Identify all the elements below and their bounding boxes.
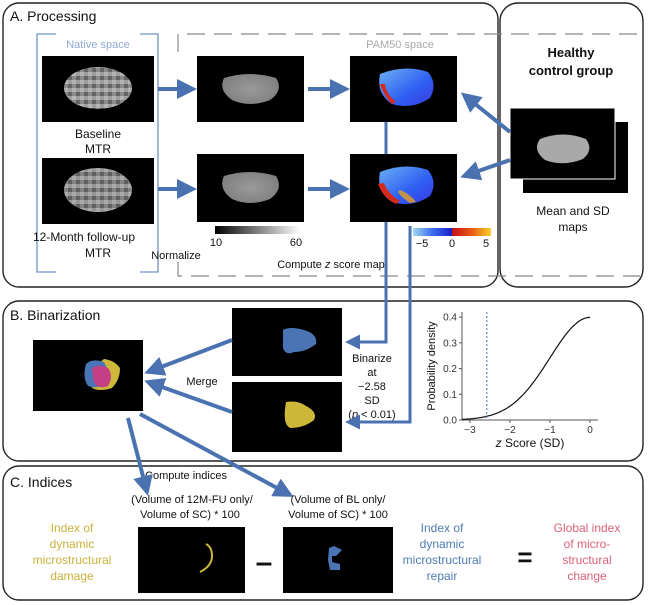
density-chart: 0.0 0.1 0.2 0.3 0.4 −3 −2 −1 0 z Score (SD) Probab… xyxy=(426,312,598,450)
native-space-label: Native space xyxy=(66,39,130,51)
binarize-arrows xyxy=(345,222,412,430)
processing-arrows xyxy=(158,79,512,199)
healthy-control-panel xyxy=(499,2,644,288)
y-tick-label: 0.3 xyxy=(443,338,457,349)
x-tick-label: −1 xyxy=(544,425,556,436)
compute-indices-label: Compute indices xyxy=(145,470,227,482)
baseline-label-2: MTR xyxy=(85,142,111,156)
section-c-panel xyxy=(2,465,644,601)
svg-text:dynamic: dynamic xyxy=(420,537,465,551)
native-space-frame xyxy=(36,33,159,273)
svg-text:Index of: Index of xyxy=(51,521,94,535)
healthy-maps-label-2: maps xyxy=(558,220,587,234)
formula-fu-1: (Volume of 12M-FU only/ xyxy=(131,494,254,506)
binarize-label-3: −2.58 xyxy=(358,381,386,393)
formula-bl-2: Volume of SC) * 100 xyxy=(288,509,388,521)
pam50-frame xyxy=(177,33,640,277)
healthy-title-1: Healthy xyxy=(548,45,596,60)
svg-text:microstructural: microstructural xyxy=(403,553,482,567)
healthy-maps-label-1: Mean and SD xyxy=(536,204,610,218)
pam50-space-label: PAM50 space xyxy=(366,39,434,51)
section-b-title: B. Binarization xyxy=(10,307,100,323)
x-axis-label: z Score (SD) xyxy=(495,436,565,450)
svg-text:damage: damage xyxy=(50,569,94,583)
z-colorbar-mid: 0 xyxy=(449,238,455,250)
equals-sign: = xyxy=(517,542,532,572)
section-b-panel xyxy=(2,300,644,462)
x-tick-label: −3 xyxy=(464,425,476,436)
merge-label: Merge xyxy=(186,376,217,388)
formula-bl-1: (Volume of BL only/ xyxy=(291,494,387,506)
binarize-label-5: (p < 0.01) xyxy=(348,409,395,421)
binarize-label-2: at xyxy=(367,367,376,379)
y-axis-label: Probability density xyxy=(426,321,438,411)
svg-text:microstructural: microstructural xyxy=(33,553,112,567)
damage-index-label: Index of dynamic microstructural damage xyxy=(33,521,112,583)
z-colorbar-max: 5 xyxy=(483,238,489,250)
section-a-title: A. Processing xyxy=(10,8,96,24)
svg-text:repair: repair xyxy=(427,569,458,583)
global-index-label: Global index of micro- structural change xyxy=(554,521,621,583)
binarize-label-4: SD xyxy=(364,395,379,407)
y-tick-label: 0.1 xyxy=(443,390,457,401)
formula-fu-2: Volume of SC) * 100 xyxy=(140,509,240,521)
damage-mask-image xyxy=(138,527,245,593)
repair-mask-image xyxy=(283,527,393,593)
followup-label-1: 12-Month follow-up xyxy=(33,230,135,244)
minus-sign: – xyxy=(256,546,273,579)
gray-colorbar xyxy=(215,226,300,234)
svg-text:Index of: Index of xyxy=(421,521,464,535)
svg-text:dynamic: dynamic xyxy=(50,537,95,551)
merge-arrows xyxy=(144,338,233,414)
svg-text:structural: structural xyxy=(562,553,611,567)
y-tick-label: 0.4 xyxy=(443,313,457,324)
repair-index-label: Index of dynamic microstructural repair xyxy=(403,521,482,583)
gray-colorbar-min: 10 xyxy=(210,237,222,249)
x-tick-label: 0 xyxy=(587,425,593,436)
compute-z-label: Compute z score map xyxy=(277,259,385,271)
indices-arrows xyxy=(126,412,294,497)
binarize-label-1: Binarize xyxy=(352,353,392,365)
gray-colorbar-max: 60 xyxy=(290,237,302,249)
healthy-title-2: control group xyxy=(529,63,614,78)
section-a-panel xyxy=(2,2,499,288)
z-colorbar xyxy=(413,228,491,236)
y-tick-label: 0.0 xyxy=(443,416,457,427)
z-colorbar-min: −5 xyxy=(416,238,429,250)
svg-text:of micro-: of micro- xyxy=(564,537,611,551)
y-tick-label: 0.2 xyxy=(443,364,457,375)
section-c-title: C. Indices xyxy=(10,474,72,490)
normalize-label: Normalize xyxy=(151,250,201,262)
svg-text:Global index: Global index xyxy=(554,521,621,535)
x-tick-label: −2 xyxy=(504,425,516,436)
density-curve xyxy=(461,316,591,420)
svg-text:change: change xyxy=(567,569,607,583)
baseline-label-1: Baseline xyxy=(75,127,121,141)
followup-label-2: MTR xyxy=(85,246,111,260)
